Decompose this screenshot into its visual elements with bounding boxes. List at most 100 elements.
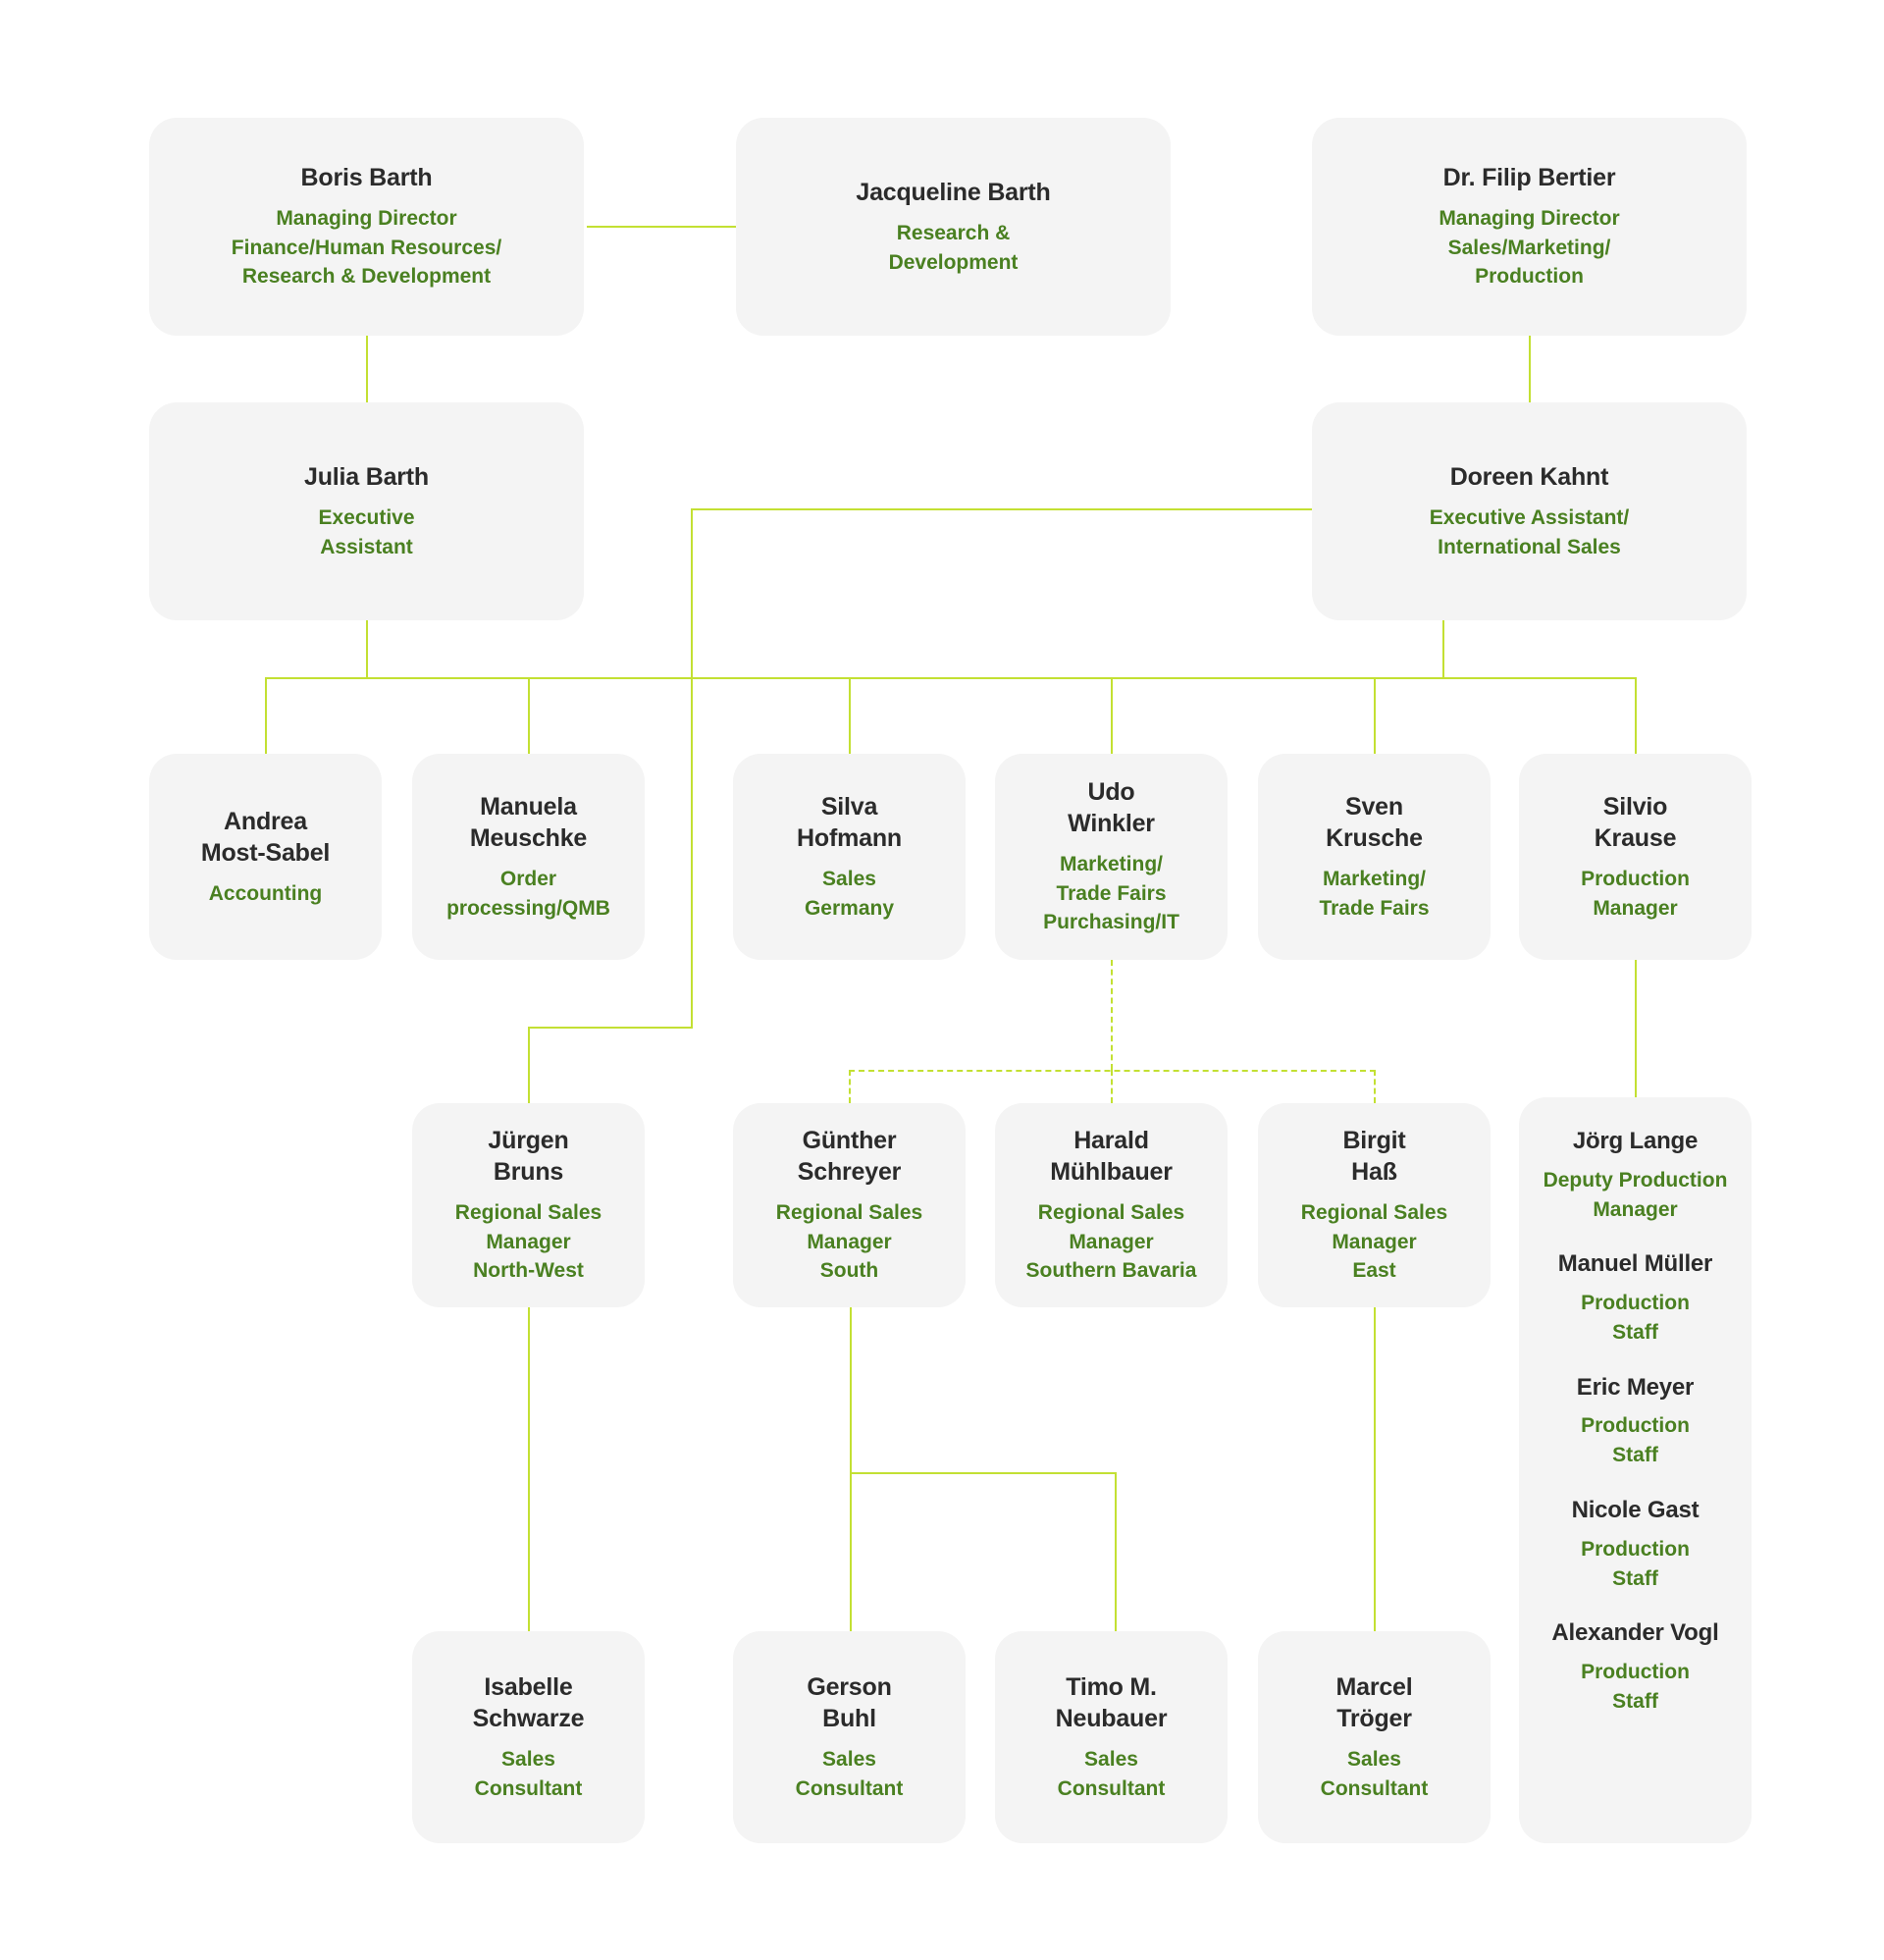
connector-dashed-to-harald xyxy=(1111,1070,1113,1103)
node-role: Executive Assistant/International Sales xyxy=(1429,505,1630,558)
node-role: Research &Development xyxy=(888,221,1019,274)
connector-spine-to-bruns xyxy=(528,1027,693,1029)
node-role: Marketing/Trade Fairs xyxy=(1319,867,1430,920)
connector-main-bus xyxy=(265,677,1635,679)
node-role: Accounting xyxy=(208,881,323,905)
node-doreen-kahnt[interactable]: Doreen Kahnt Executive Assistant/Interna… xyxy=(1312,402,1747,620)
node-name: Jacqueline Barth xyxy=(856,178,1051,206)
node-name: Julia Barth xyxy=(304,462,429,491)
connector-doreen-down xyxy=(1442,620,1444,679)
connector-bertier-doreen xyxy=(1529,336,1531,402)
connector-bus-to-silvio xyxy=(1635,677,1637,754)
connector-dashed-to-guenther xyxy=(849,1070,851,1103)
connector-silvio-to-production xyxy=(1635,960,1637,1097)
node-name: Jörg Lange xyxy=(1572,1128,1699,1154)
connector-bus-to-sven xyxy=(1374,677,1376,754)
connector-bus-to-udo xyxy=(1111,677,1113,754)
connector-doreen-left-stub xyxy=(691,508,1314,510)
connector-guenther-bus xyxy=(850,1472,1116,1474)
connector-guenther-drop xyxy=(850,1307,852,1474)
node-name: Eric Meyer xyxy=(1576,1373,1695,1401)
connector-boris-julia xyxy=(366,336,368,402)
connector-udo-dashed-drop xyxy=(1111,960,1113,1070)
connector-bus-to-silva xyxy=(849,677,851,754)
connector-bruns-to-isabelle xyxy=(528,1307,530,1631)
node-name: Boris Barth xyxy=(300,163,433,191)
connector-bus-to-gerson xyxy=(850,1472,852,1631)
node-name: Doreen Kahnt xyxy=(1449,462,1609,491)
connector-bus-to-andrea xyxy=(265,677,267,754)
connector-dashed-to-birgit xyxy=(1374,1070,1376,1103)
node-name: Timo M.Neubauer xyxy=(1055,1672,1168,1732)
connector-bus-to-timo xyxy=(1115,1472,1117,1631)
connector-bruns-drop xyxy=(528,1027,530,1103)
node-name: Dr. Filip Bertier xyxy=(1442,163,1616,191)
node-name: Manuel Müller xyxy=(1557,1250,1713,1278)
connector-boris-jacqueline xyxy=(587,226,736,228)
connector-julia-down xyxy=(366,620,368,679)
node-name: Nicole Gast xyxy=(1571,1497,1700,1524)
connector-bus-to-manuela xyxy=(528,677,530,754)
connector-birgit-to-marcel xyxy=(1374,1307,1376,1631)
node-name: Alexander Vogl xyxy=(1551,1619,1719,1647)
connector-doreen-spine xyxy=(691,508,693,1029)
node-jacqueline-barth[interactable]: Jacqueline Barth Research &Development xyxy=(736,118,1171,336)
